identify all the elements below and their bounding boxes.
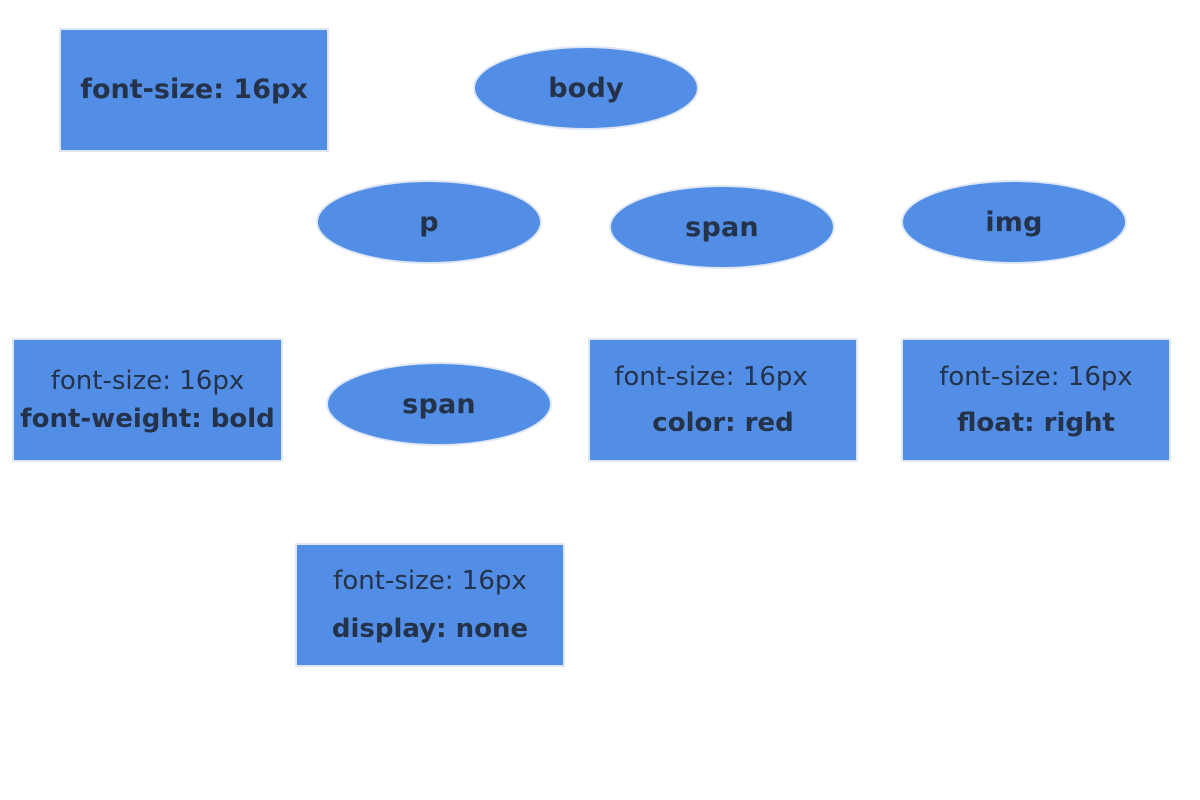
span-style-box: font-size: 16px color: red [588, 338, 858, 462]
span-child-style-display: display: none [331, 614, 529, 644]
node-img-label: img [985, 206, 1043, 238]
span-style-color: color: red [652, 408, 794, 438]
node-img: img [901, 180, 1127, 264]
span-child-style-font-size: font-size: 16px [333, 565, 527, 596]
node-p: p [316, 180, 542, 264]
p-style-font-size: font-size: 16px [50, 365, 245, 396]
node-span: span [609, 185, 835, 269]
span-child-style-box: font-size: 16px display: none [295, 543, 565, 667]
node-body: body [473, 46, 699, 130]
node-body-label: body [548, 72, 624, 104]
node-span-child-label: span [402, 388, 476, 420]
span-style-font-size: font-size: 16px [614, 361, 808, 392]
node-p-label: p [419, 206, 439, 238]
node-span-child: span [326, 362, 552, 446]
p-style-box: font-size: 16px font-weight: bold [12, 338, 283, 462]
body-style-font-size: font-size: 16px [80, 74, 308, 106]
p-style-font-weight: font-weight: bold [20, 404, 275, 434]
node-span-label: span [685, 211, 759, 243]
body-style-box: font-size: 16px [59, 28, 329, 152]
img-style-box: font-size: 16px float: right [901, 338, 1171, 462]
img-style-float: float: right [957, 408, 1115, 438]
img-style-font-size: font-size: 16px [939, 361, 1133, 392]
